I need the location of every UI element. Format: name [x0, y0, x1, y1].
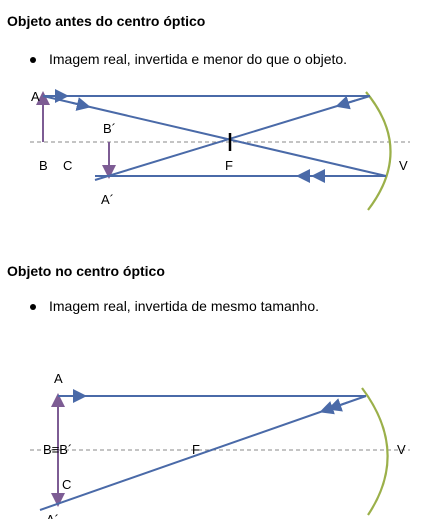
bullet-dot-icon	[30, 57, 36, 64]
concave-mirror-2	[361, 387, 389, 516]
label-C-2: C	[62, 477, 71, 492]
label-V-1: V	[399, 158, 408, 173]
label-V-2: V	[397, 442, 406, 457]
diagram-1: A B´ B C F V A´	[30, 89, 410, 211]
section2-heading: Objeto no centro óptico	[7, 263, 165, 279]
concave-mirror-1	[365, 91, 392, 211]
ray-1b	[42, 95, 387, 177]
label-Bprime-1: B´	[103, 121, 116, 136]
label-C-1: C	[63, 158, 72, 173]
label-Aprime-2: A´	[46, 512, 59, 519]
section1-bullet: Imagem real, invertida e menor do que o …	[30, 51, 347, 67]
section2-bullet: Imagem real, invertida de mesmo tamanho.	[30, 298, 319, 314]
ray-arrow-1b	[71, 97, 91, 111]
label-A-2: A	[54, 371, 63, 386]
label-F-1: F	[225, 158, 233, 173]
ray-arrow-2c	[319, 401, 341, 415]
bullet-dot-icon	[30, 304, 36, 311]
section1-bullet-text: Imagem real, invertida e menor do que o …	[49, 51, 348, 67]
label-A-1: A	[31, 89, 40, 104]
ray-arrow-1c	[335, 95, 356, 110]
label-BBprime-2: B≡B´	[43, 442, 72, 457]
section2-bullet-text: Imagem real, invertida de mesmo tamanho.	[49, 298, 320, 314]
diagram-2: A B≡B´ F V C A´	[30, 371, 410, 519]
section1-heading: Objeto antes do centro óptico	[7, 13, 206, 29]
ray-1d	[94, 95, 371, 181]
label-Aprime-1: A´	[101, 192, 114, 207]
label-F-2: F	[192, 442, 200, 457]
ray-2b	[39, 395, 367, 511]
label-B-1: B	[39, 158, 48, 173]
